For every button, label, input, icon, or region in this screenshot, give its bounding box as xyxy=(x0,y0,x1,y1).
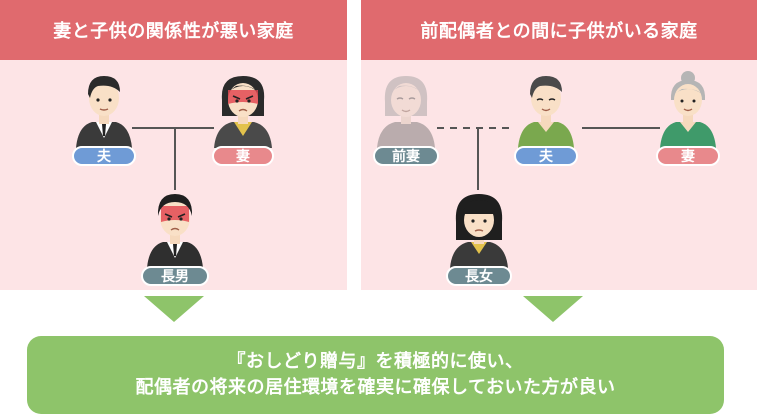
eldest-son-avatar xyxy=(143,188,207,268)
family-tree-lines xyxy=(132,127,660,190)
husband-avatar-left xyxy=(72,70,136,148)
left-panel-title: 妻と子供の関係性が悪い家庭 xyxy=(0,0,347,60)
conclusion-line-2: 配偶者の将来の居住環境を確実に確保しておいた方が良い xyxy=(135,377,616,398)
wife-avatar-left xyxy=(210,70,276,148)
eldest-daughter-label: 長女 xyxy=(446,266,512,286)
wife-label-right: 妻 xyxy=(656,146,720,166)
eldest-son-label: 長男 xyxy=(141,266,209,286)
right-down-arrow xyxy=(523,296,583,322)
former-wife-avatar xyxy=(373,70,439,148)
husband-label-right: 夫 xyxy=(514,146,578,166)
husband-avatar-right xyxy=(514,70,578,148)
conclusion-line-1: 『おしどり贈与』を積極的に使い、 xyxy=(227,350,524,372)
wife-avatar-right xyxy=(656,70,720,148)
right-panel-title: 前配偶者との間に子供がいる家庭 xyxy=(361,0,757,60)
former-wife-label: 前妻 xyxy=(373,146,439,166)
eldest-daughter-avatar xyxy=(446,188,512,268)
left-down-arrow xyxy=(144,296,204,322)
wife-label-left: 妻 xyxy=(212,146,274,166)
husband-label-left: 夫 xyxy=(72,146,136,166)
conclusion-message: 『おしどり贈与』を積極的に使い、 配偶者の将来の居住環境を確実に確保しておいた方… xyxy=(27,336,724,414)
